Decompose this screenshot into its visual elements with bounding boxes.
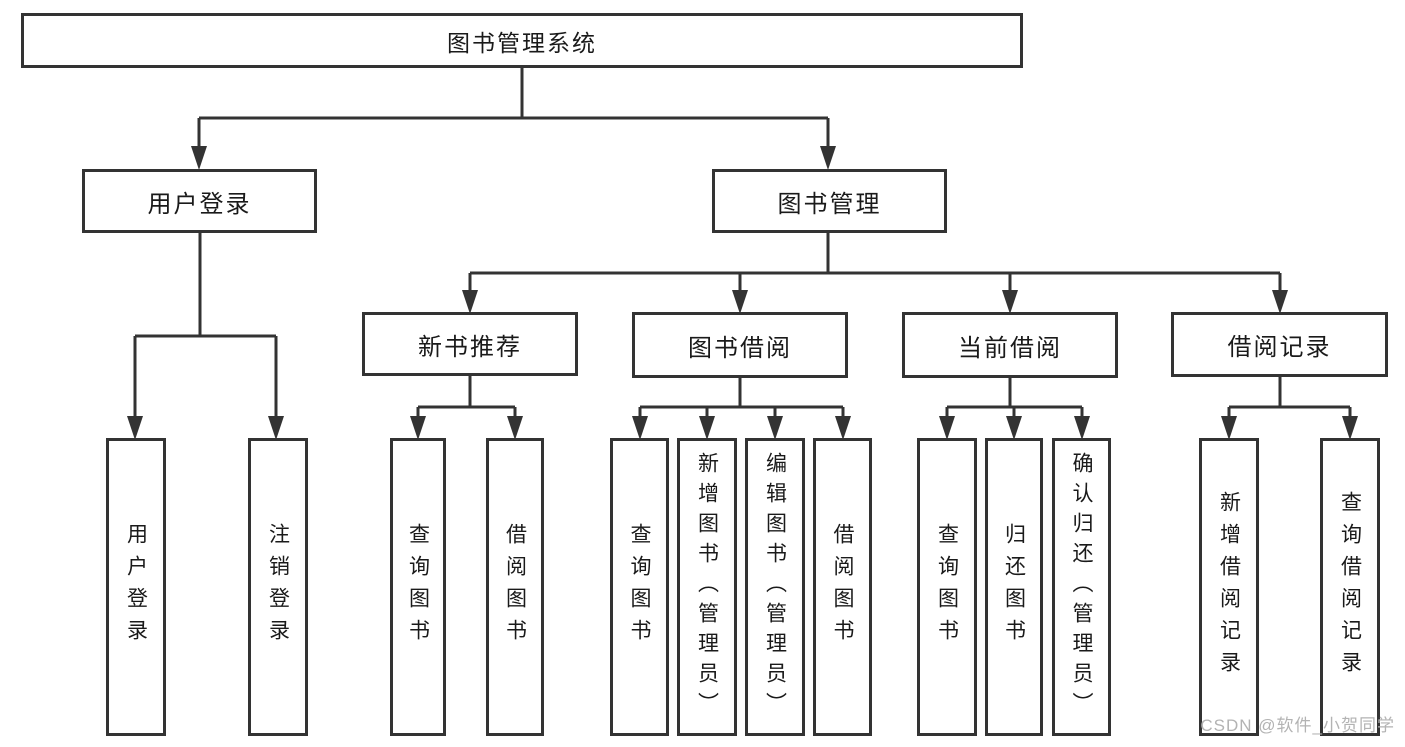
leaf-label: 新增图书（管理员）: [695, 452, 719, 722]
node-borrow-records: 借阅记录: [1171, 312, 1388, 377]
node-leaf-current-return-books: 归还图书: [985, 438, 1043, 736]
leaf-label: 借阅图书: [503, 523, 527, 651]
leaf-label: 查询图书: [406, 523, 430, 651]
leaf-label: 查询借阅记录: [1338, 491, 1362, 683]
leaf-label: 查询图书: [935, 523, 959, 651]
leaf-label: 编辑图书（管理员）: [763, 452, 787, 722]
node-leaf-logout: 注销登录: [248, 438, 308, 736]
node-leaf-current-confirm-return-admin: 确认归还（管理员）: [1052, 438, 1111, 736]
watermark: CSDN @软件_小贺同学: [1200, 716, 1395, 735]
node-root: 图书管理系统: [21, 13, 1023, 68]
node-leaf-borrow-edit-books-admin: 编辑图书（管理员）: [745, 438, 805, 736]
node-book-management: 图书管理: [712, 169, 947, 233]
node-leaf-records-query-record: 查询借阅记录: [1320, 438, 1380, 736]
node-leaf-borrow-borrow-books: 借阅图书: [813, 438, 872, 736]
leaf-label: 新增借阅记录: [1217, 491, 1241, 683]
node-current-borrow: 当前借阅: [902, 312, 1118, 378]
leaf-label: 用户登录: [124, 523, 148, 651]
leaf-label: 归还图书: [1002, 523, 1026, 651]
node-leaf-borrow-query-books: 查询图书: [610, 438, 669, 736]
leaf-label: 查询图书: [628, 523, 651, 651]
node-leaf-recommend-query-books: 查询图书: [390, 438, 446, 736]
node-leaf-borrow-add-books-admin: 新增图书（管理员）: [677, 438, 737, 736]
node-user-login: 用户登录: [82, 169, 317, 233]
node-leaf-user-login: 用户登录: [106, 438, 166, 736]
leaf-label: 借阅图书: [831, 523, 854, 651]
node-leaf-records-add-record: 新增借阅记录: [1199, 438, 1259, 736]
leaf-label: 注销登录: [266, 523, 290, 651]
node-new-book-recommend: 新书推荐: [362, 312, 578, 376]
node-leaf-recommend-borrow-books: 借阅图书: [486, 438, 544, 736]
node-leaf-current-query-books: 查询图书: [917, 438, 977, 736]
leaf-label: 确认归还（管理员）: [1070, 452, 1093, 722]
node-book-borrow: 图书借阅: [632, 312, 848, 378]
